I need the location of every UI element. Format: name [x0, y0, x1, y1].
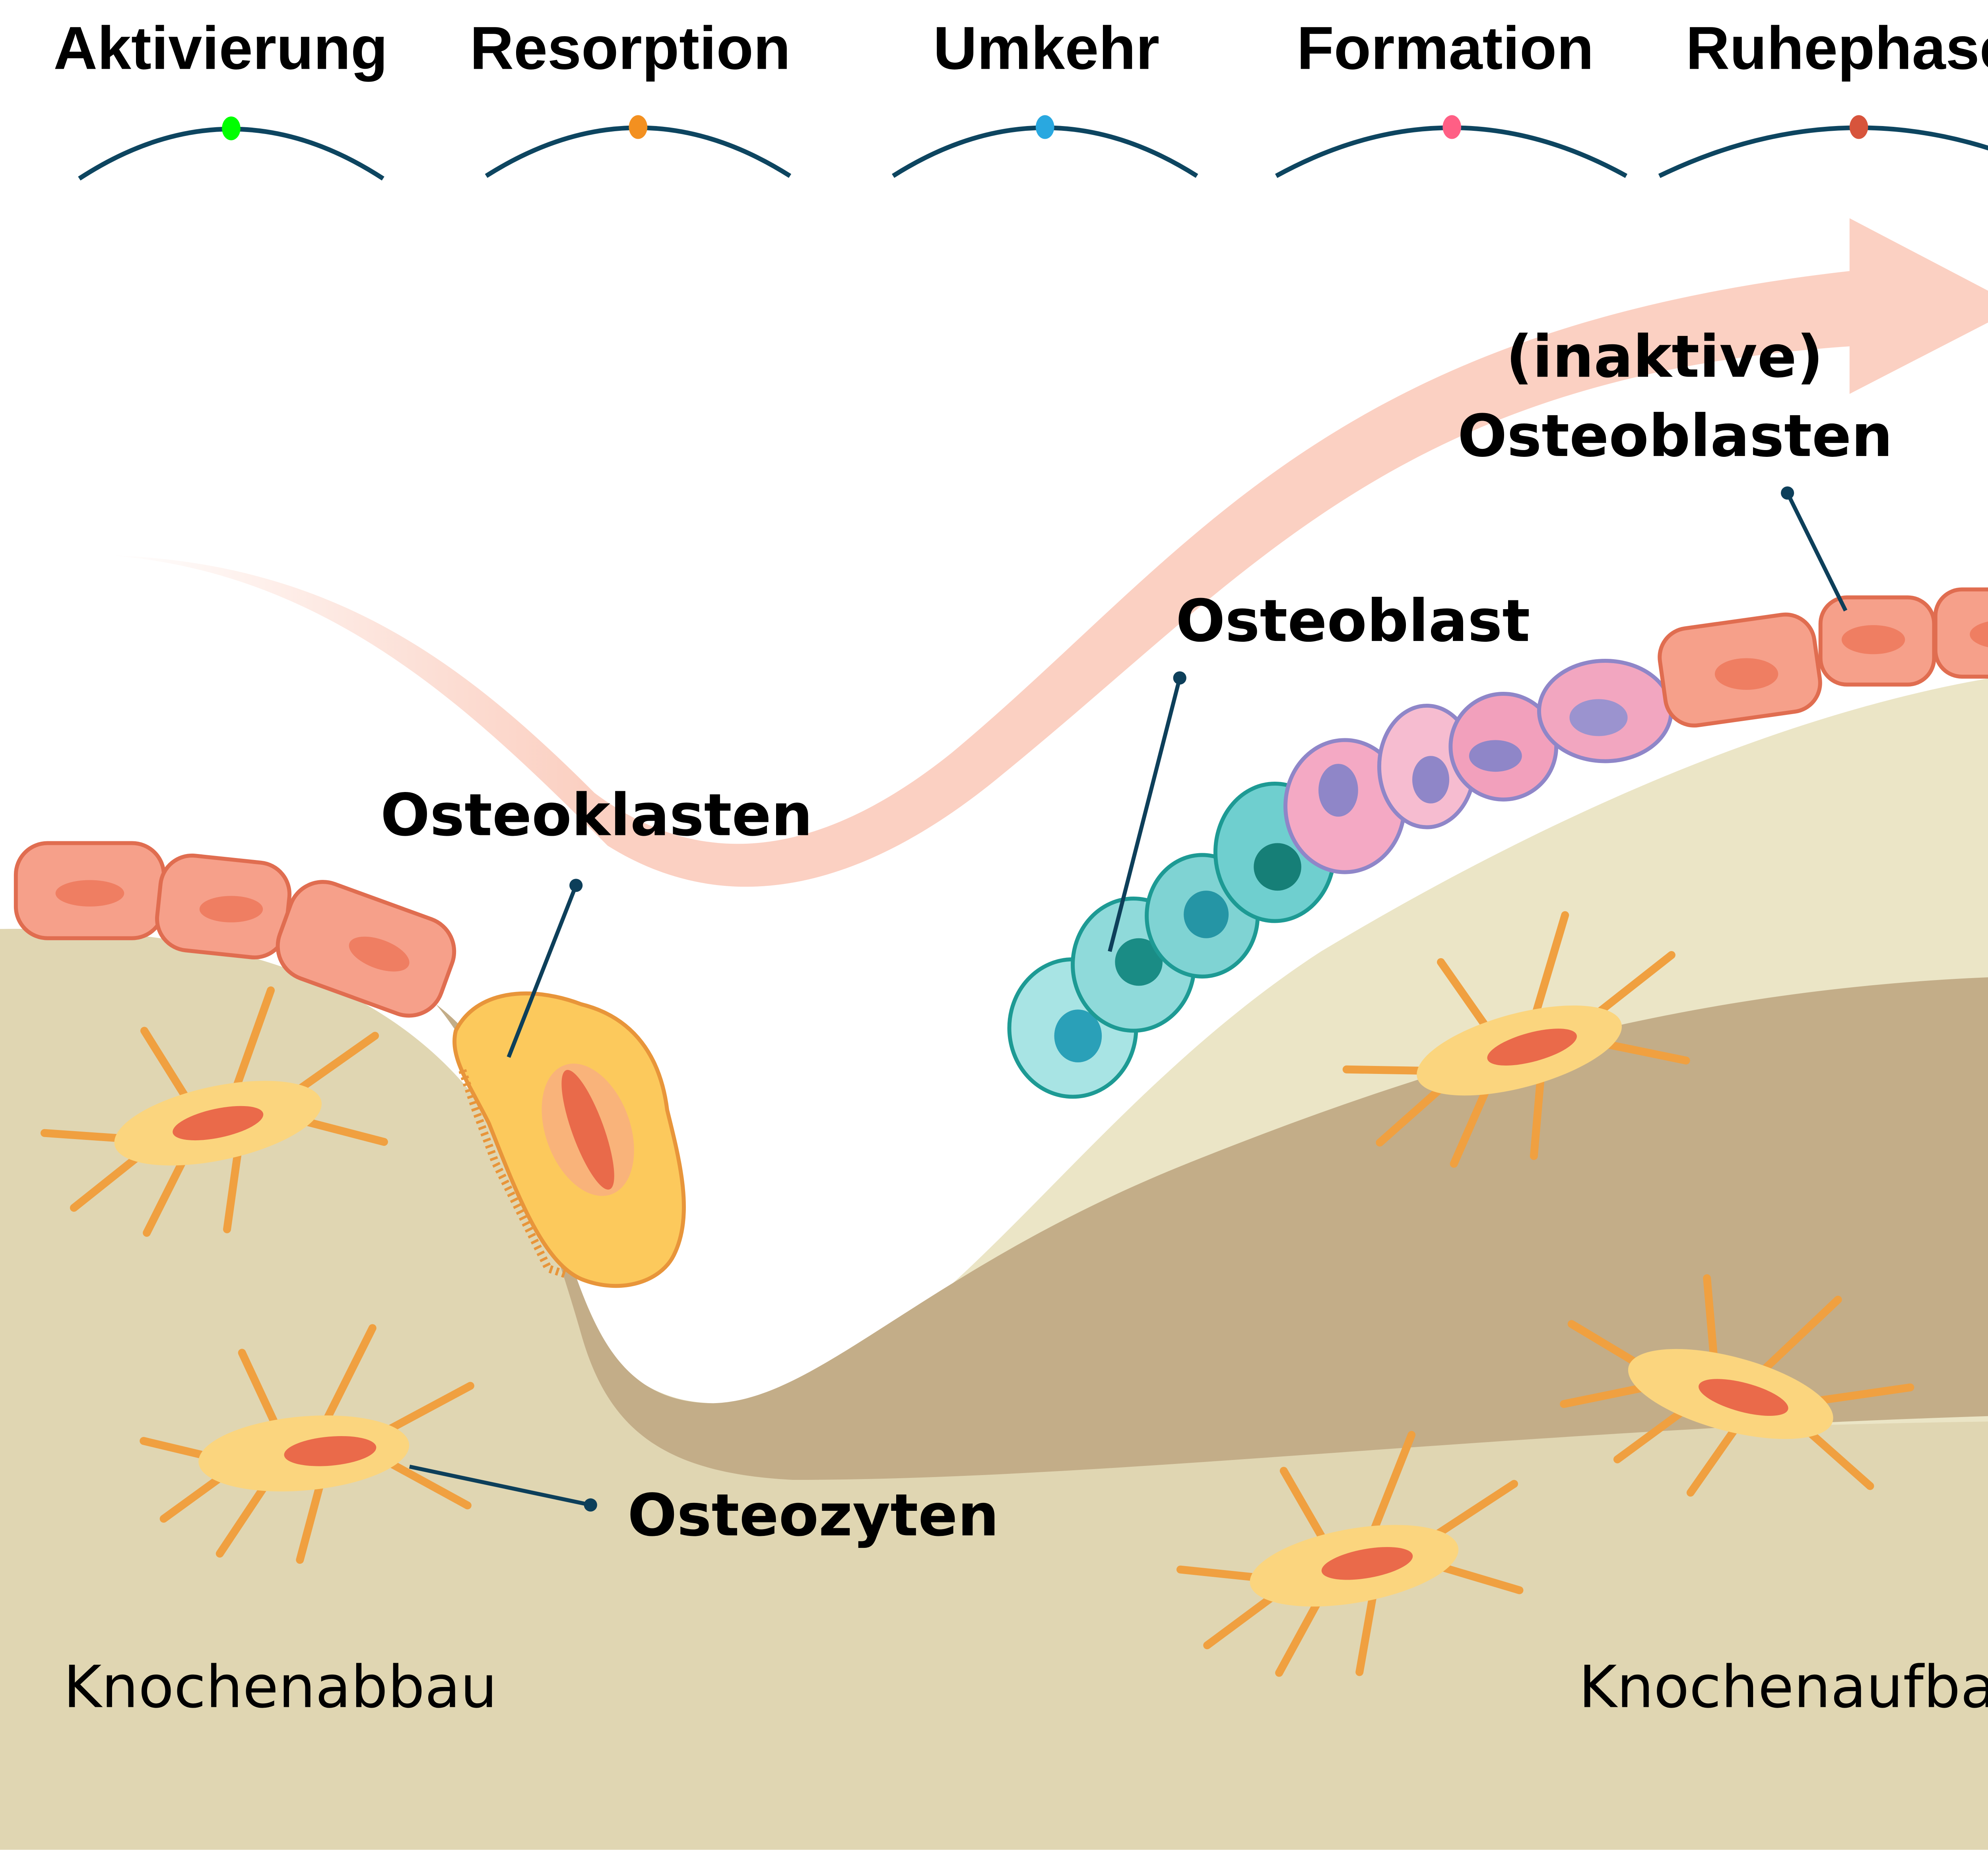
phase-label: Umkehr [933, 14, 1159, 82]
phase-header-formation: Formation [1275, 14, 1628, 178]
osteocytes [40, 911, 1914, 1677]
phase-label: Aktivierung [54, 14, 388, 82]
label-osteoklasten: Osteoklasten [381, 782, 813, 1058]
label-text: Osteoblast [1176, 587, 1530, 655]
label-inactive-osteoblasts: (inaktive) Osteoblasten [1458, 323, 1893, 611]
phase-header-resorption: Resorption [470, 14, 792, 178]
label-text: (inaktive) [1506, 323, 1823, 391]
osteoid-layer [436, 977, 1988, 1480]
osteocyte [1342, 911, 1690, 1168]
phase-header-ruhephase: Ruhephase [1658, 14, 1988, 178]
osteocyte [140, 1324, 474, 1564]
label-text: Osteoklasten [381, 782, 813, 849]
label-knochenaufbau: Knochenaufbau [1579, 1654, 1988, 1721]
process-arrow [105, 218, 1988, 887]
phase-header-umkehr: Umkehr [892, 14, 1198, 178]
phase-label: Ruhephase [1686, 14, 1988, 82]
label-text: Osteozyten [627, 1482, 999, 1549]
lining-cells-left [14, 841, 456, 1018]
osteoclast [452, 991, 686, 1288]
osteocyte [1560, 1274, 1914, 1497]
osteocyte [40, 986, 388, 1237]
phase-label: Resorption [470, 14, 791, 82]
label-knochenabbau: Knochenabbau [63, 1654, 497, 1721]
phase-dot [1849, 115, 1868, 139]
phase-dot [222, 116, 241, 140]
phase-label: Formation [1297, 14, 1594, 82]
phase-dot [629, 115, 648, 139]
label-osteoblast: Osteoblast [1108, 587, 1530, 952]
label-osteozyten: Osteozyten [409, 1464, 999, 1549]
phase-arc [1658, 125, 1988, 178]
label-text: Osteoblasten [1458, 402, 1893, 470]
phase-header-aktivierung: Aktivierung [54, 14, 388, 181]
phase-dot [1442, 115, 1461, 139]
osteocyte [1176, 1431, 1524, 1677]
osteoblasts [1007, 658, 1673, 1099]
inactive-osteoblasts [1658, 587, 1988, 728]
phase-dot [1036, 115, 1054, 139]
